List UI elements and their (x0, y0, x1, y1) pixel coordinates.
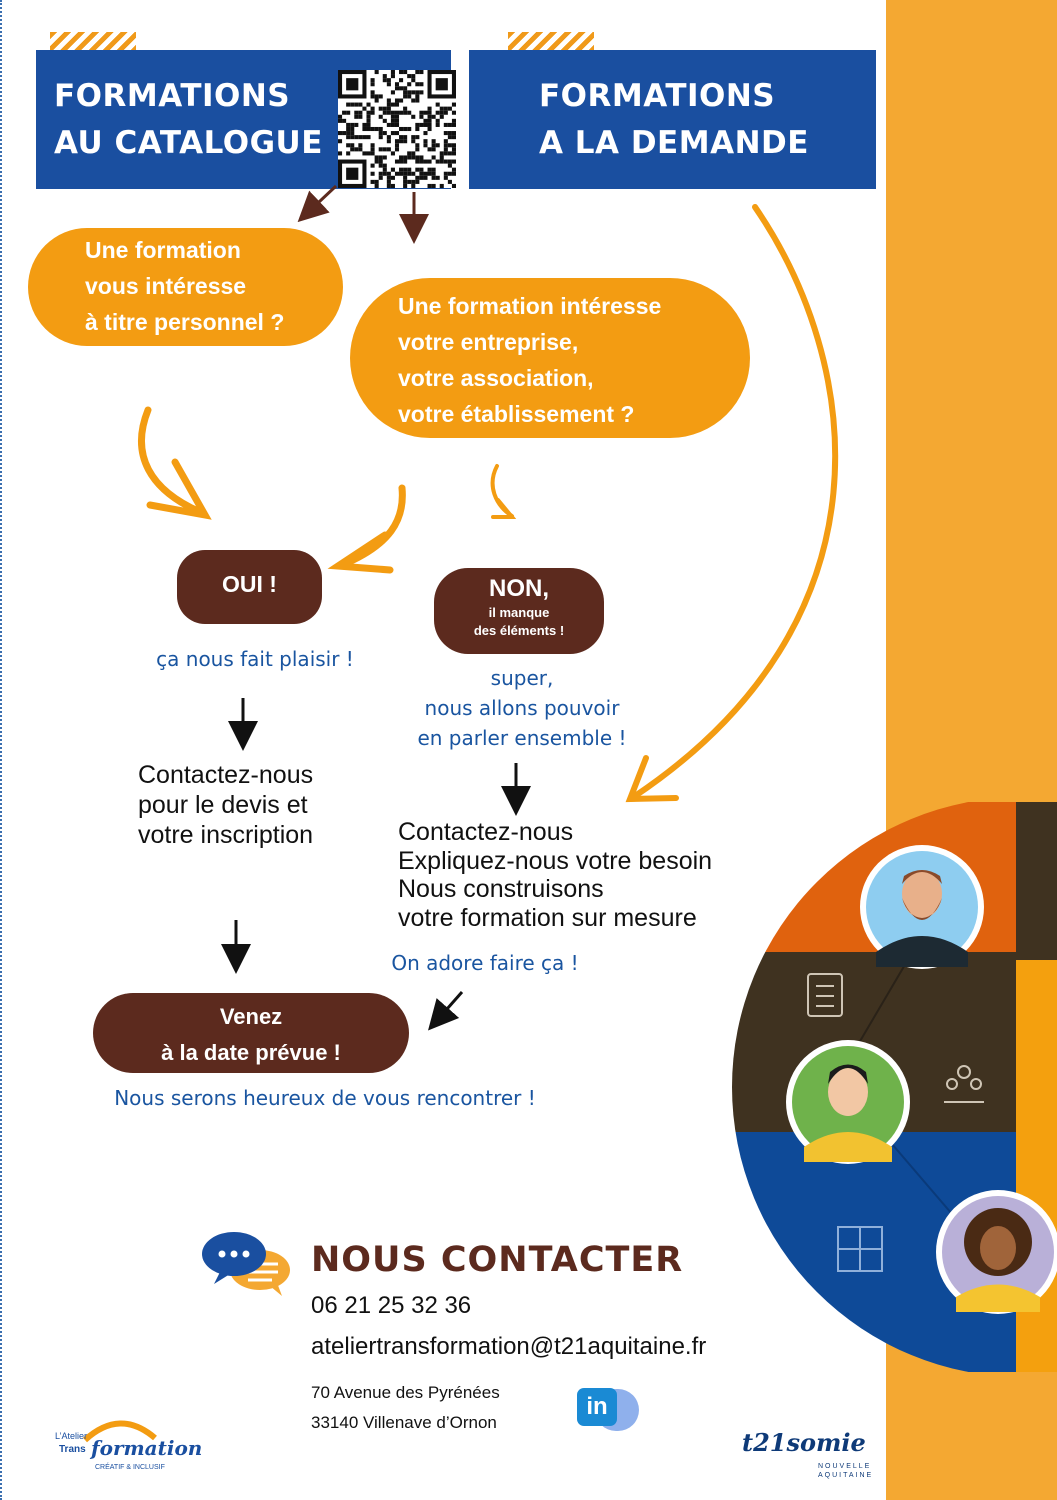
step-left-line3: votre inscription (138, 821, 314, 849)
step-right-line4: votre formation sur mesure (398, 903, 697, 932)
clipboard-icon (807, 973, 843, 1017)
bubble-company-line4: votre établissement ? (398, 401, 635, 427)
team-illustration (716, 802, 1057, 1372)
logo-left-tagline: CRÉATIF & INCLUSIF (95, 1464, 165, 1471)
linkedin-label: in (577, 1388, 617, 1426)
non-label: NON, (489, 575, 549, 602)
header-catalogue-line2: AU CATALOGUE (54, 125, 323, 161)
non-pill: NON, il manque des éléments ! (434, 568, 604, 654)
header-demande-line1: FORMATIONS (539, 78, 776, 114)
non-note: super, nous allons pouvoir en parler ens… (395, 663, 649, 753)
team-icon (944, 1065, 984, 1103)
atelier-transformation-logo: L’Atelier Trans formation CRÉATIF & INCL… (55, 1410, 202, 1480)
step-right: Contactez-nous Expliquez-nous votre beso… (398, 818, 712, 932)
oui-pill: OUI ! (177, 550, 322, 624)
header-tab-decoration (50, 32, 136, 54)
logo-right-brand: t21somie (742, 1428, 866, 1457)
address-line2: 33140 Villenave d’Ornon (311, 1413, 497, 1432)
bubble-personal: Une formation vous intéresse à titre per… (28, 228, 343, 346)
header-demande: FORMATIONS A LA DEMANDE (469, 50, 876, 189)
non-note-line3: en parler ensemble ! (417, 726, 627, 750)
step-left-line2: pour le devis et (138, 791, 308, 819)
contact-title: NOUS CONTACTER (311, 1240, 684, 1280)
venez-line1: Venez (219, 1004, 283, 1029)
bubble-company-line1: Une formation intéresse (398, 293, 662, 319)
step-left-line1: Contactez-nous (138, 761, 314, 789)
oui-note: ça nous fait plaisir ! (156, 647, 354, 671)
bubble-personal-line3: à titre personnel ? (85, 309, 285, 335)
logo-left-trans: Trans (59, 1444, 86, 1455)
non-note-line1: super, (490, 666, 554, 690)
t21somie-logo: t21somie NOUVELLE AQUITAINE (740, 1428, 880, 1480)
step-right-line1: Contactez-nous (398, 818, 574, 846)
bubble-company: Une formation intéresse votre entreprise… (350, 278, 750, 438)
logo-right-sub: NOUVELLE AQUITAINE (818, 1463, 874, 1479)
logo-left-formation: formation (91, 1436, 203, 1460)
step-right-line3: Nous construisons (398, 875, 604, 903)
heureux-text: Nous serons heureux de vous rencontrer ! (114, 1086, 536, 1110)
header-tab-decoration (508, 32, 594, 54)
step-left: Contactez-nous pour le devis et votre in… (138, 760, 313, 850)
header-catalogue-line1: FORMATIONS (54, 78, 291, 114)
address-line1: 70 Avenue des Pyrénées (311, 1383, 500, 1402)
qr-code-icon[interactable] (338, 70, 456, 188)
venez-line2: à la date prévue ! (161, 1040, 341, 1065)
bubble-personal-line1: Une formation (85, 237, 241, 263)
page-border (0, 0, 5, 1500)
puzzle-icon (837, 1226, 883, 1272)
non-sub1: il manque (488, 605, 550, 620)
adore-text: On adore faire ça ! (391, 951, 579, 975)
non-note-line2: nous allons pouvoir (424, 696, 620, 720)
chat-bubbles-icon (200, 1228, 295, 1298)
logo-left-line1: L’Atelier (55, 1431, 88, 1441)
header-catalogue: FORMATIONS AU CATALOGUE (36, 50, 451, 189)
contact-address: 70 Avenue des Pyrénées 33140 Villenave d… (311, 1378, 500, 1438)
linkedin-icon[interactable]: in (575, 1386, 641, 1432)
bubble-personal-line2: vous intéresse (85, 273, 247, 299)
header-demande-line2: A LA DEMANDE (539, 125, 809, 161)
step-right-line2: Expliquez-nous votre besoin (398, 846, 713, 875)
bubble-company-line2: votre entreprise, (398, 329, 579, 355)
contact-email[interactable]: ateliertransformation@t21aquitaine.fr (311, 1333, 707, 1360)
non-sub2: des éléments ! (473, 623, 565, 638)
contact-phone[interactable]: 06 21 25 32 36 (311, 1292, 472, 1319)
bubble-company-line3: votre association, (398, 365, 594, 391)
venez-pill: Venez à la date prévue ! (93, 993, 409, 1073)
